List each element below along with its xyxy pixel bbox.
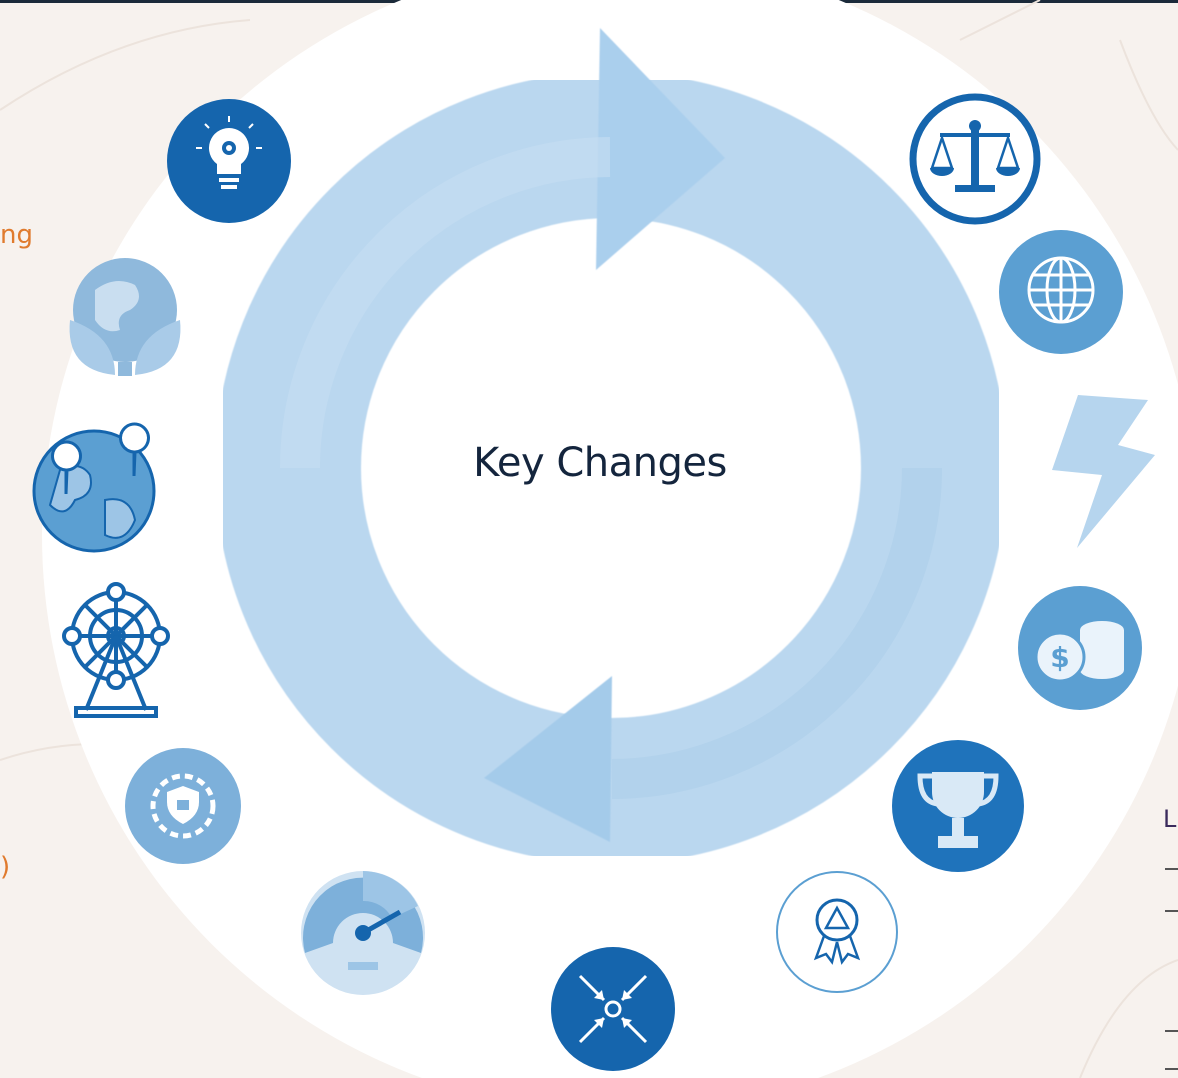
globe-pins-icon bbox=[32, 422, 156, 553]
award-warning-icon bbox=[776, 871, 898, 993]
left-text-fragment-top: ng bbox=[0, 220, 33, 250]
right-text-fragment: L bbox=[1163, 805, 1177, 833]
coins-dollar-icon: $ bbox=[1018, 586, 1142, 710]
left-text-fragment-bottom: ) bbox=[0, 852, 11, 882]
globe-grid-icon bbox=[999, 230, 1123, 354]
right-list-dash-1 bbox=[1165, 868, 1178, 870]
trophy-icon bbox=[892, 740, 1024, 872]
right-list-dash-3 bbox=[1165, 1030, 1178, 1032]
arrows-converge-icon bbox=[551, 947, 675, 1071]
center-label: Key Changes bbox=[473, 440, 727, 486]
speedometer-icon bbox=[301, 871, 425, 995]
right-list-dash-4 bbox=[1165, 1068, 1178, 1070]
scales-icon bbox=[909, 93, 1041, 225]
globe-leaves-icon bbox=[69, 258, 181, 376]
lightning-icon bbox=[1052, 395, 1155, 548]
ferris-wheel-icon bbox=[62, 582, 170, 718]
lightbulb-gear-icon bbox=[167, 99, 291, 223]
svg-text:$: $ bbox=[1050, 641, 1069, 674]
shield-gear-lock-icon bbox=[125, 748, 241, 864]
cycle-arrow-top bbox=[596, 28, 725, 270]
right-list-dash-2 bbox=[1165, 910, 1178, 912]
cycle-arrow-bottom bbox=[484, 676, 612, 842]
